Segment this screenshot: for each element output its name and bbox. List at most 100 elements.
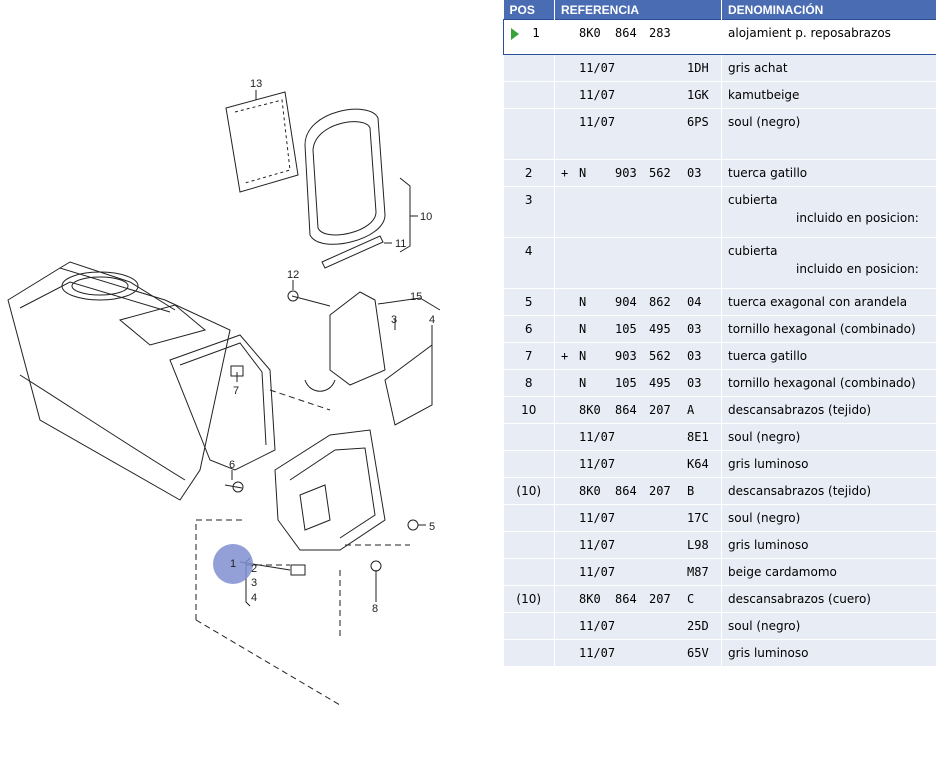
ref-part-a: 11/07 [579,538,616,552]
denominacion-note: incluido en posicion: [796,262,919,276]
callout-15[interactable]: 15 [410,291,422,303]
cell-pos [503,504,555,532]
ref-part-c: 562 [649,166,671,180]
callout-11[interactable]: 11 [395,238,406,250]
callout-8[interactable]: 8 [372,603,378,615]
cell-pos: (10) [503,477,555,505]
callout-2[interactable]: 2 [251,563,257,575]
cell-denominacion: alojamient p. reposabrazos [721,19,936,55]
denominacion-text: alojamient p. reposabrazos [728,26,891,40]
ref-part-c: 283 [649,26,671,40]
callout-3-bottom[interactable]: 3 [251,577,257,589]
cell-denominacion: soul (negro) [721,108,936,160]
denominacion-text: cubierta [728,244,778,258]
denominacion-text: tornillo hexagonal (combinado) [728,322,916,336]
callout-1[interactable]: 1 [230,558,236,570]
cell-denominacion: beige cardamomo [721,558,936,586]
ref-part-a: N [579,322,587,336]
bracket-13-inner [234,99,291,184]
callout-7[interactable]: 7 [233,385,239,397]
callout-5[interactable]: 5 [429,521,435,533]
ref-part-d: 1GK [687,88,709,102]
ref-part-d: B [687,484,695,498]
ref-part-a: 11/07 [579,115,616,129]
ref-part-d: 03 [687,322,702,336]
table-row[interactable]: 4 cubierta incluido en posicion: [503,237,936,289]
cell-pos [503,558,555,586]
position-highlight[interactable] [213,544,253,584]
cell-denominacion: tornillo hexagonal (combinado) [721,369,936,397]
screw-12 [291,295,331,307]
cell-ref: 11/07 L98 [554,531,722,559]
pos-value: 4 [524,244,533,258]
ref-part-c: 495 [649,322,671,336]
exploded-view-drawing: 13 10 11 12 15 3 4 7 6 5 1 2 3 4 8 [7,78,441,706]
ref-part-d: 03 [687,376,702,390]
cell-pos [503,81,555,109]
denominacion-text: tuerca exagonal con arandela [728,295,908,309]
ref-part-a: 11/07 [579,619,616,633]
ref-part-b: 903 [615,349,637,363]
ref-part-b: 864 [615,484,637,498]
cupholder-inner [71,276,129,296]
ref-part-a: 8K0 [579,592,601,606]
callout-3-top[interactable]: 3 [391,314,397,326]
denominacion-text: tornillo hexagonal (combinado) [728,376,916,390]
cupholder [61,271,139,301]
column-header-pos[interactable]: POS [503,0,555,20]
column-header-den[interactable]: DENOMINACIÓN [721,0,936,20]
cell-denominacion: soul (negro) [721,612,936,640]
pos-value: 7 [524,349,533,363]
ref-part-c: 207 [649,484,671,498]
ref-part-b: 904 [615,295,637,309]
column-header-ref[interactable]: REFERENCIA [554,0,722,20]
cell-ref [554,237,722,289]
ref-part-d: L98 [687,538,709,552]
cell-denominacion: soul (negro) [721,423,936,451]
bracket-13 [225,91,299,193]
console-tray [118,304,207,346]
cell-pos [503,531,555,559]
callout-6[interactable]: 6 [229,459,235,471]
cell-denominacion: gris luminoso [721,531,936,559]
console-side-line [19,374,186,481]
callout-4-bottom[interactable]: 4 [251,592,257,604]
ref-part-d: 65V [687,646,709,660]
callout-12[interactable]: 12 [287,269,299,281]
cell-pos: 8 [503,369,555,397]
pos-value: 8 [524,376,533,390]
ref-part-d: 1DH [687,61,709,75]
pos-value: (10) [516,484,542,498]
callout-4-top[interactable]: 4 [429,314,435,326]
cell-pos: 4 [503,237,555,289]
cover-3 [329,291,386,386]
denominacion-text: gris achat [728,61,788,75]
callout-13[interactable]: 13 [250,78,262,90]
callout-10[interactable]: 10 [420,211,432,223]
table-row[interactable]: 11/07 L98 gris luminoso [503,531,936,559]
ref-part-b: 864 [615,403,637,417]
cell-denominacion: tornillo hexagonal (combinado) [721,315,936,343]
